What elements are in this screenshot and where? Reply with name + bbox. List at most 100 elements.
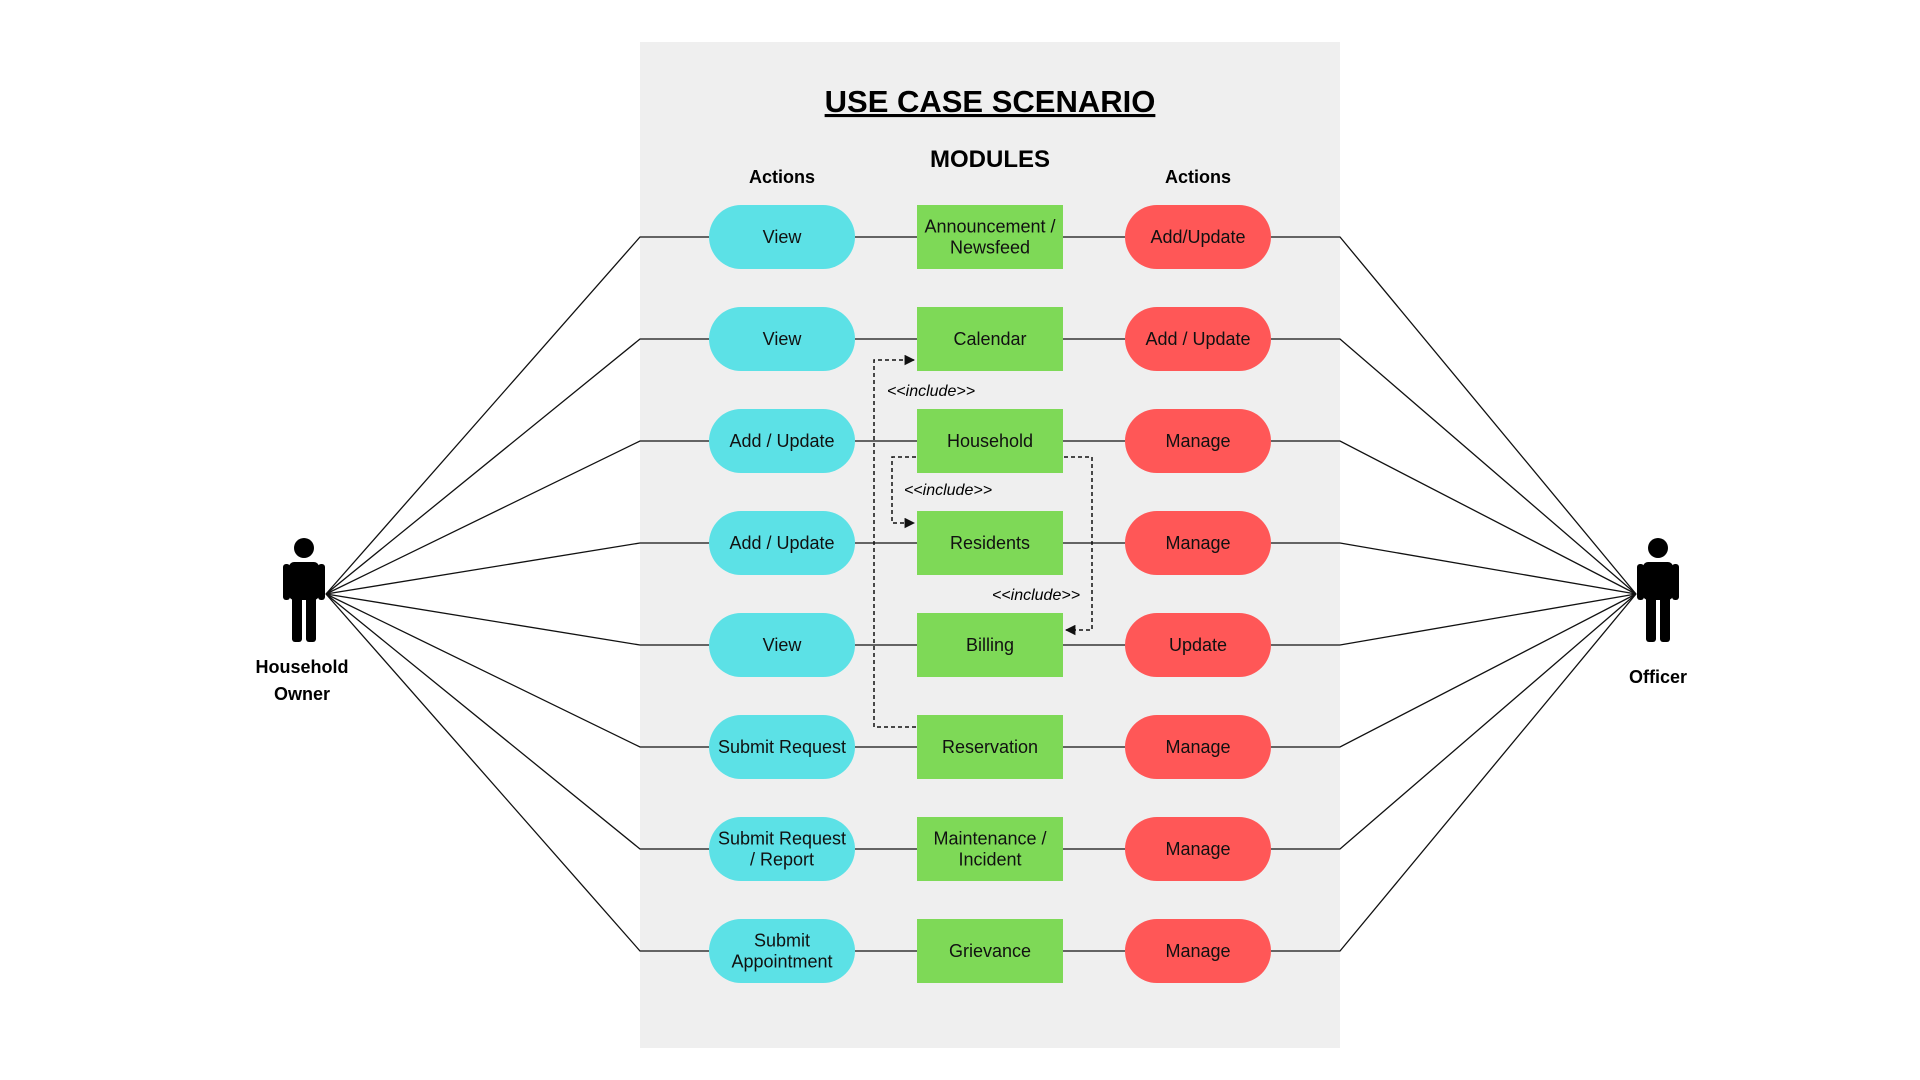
officer-action-label: Manage bbox=[1165, 941, 1230, 961]
owner-action-pill bbox=[709, 409, 855, 473]
module-label: Announcement / bbox=[924, 217, 1055, 237]
owner-action-label: Submit bbox=[754, 931, 810, 951]
include-arrow-reservation-calendar bbox=[873, 354, 916, 728]
officer-action-pill bbox=[1125, 205, 1271, 269]
owner-association-line bbox=[325, 542, 709, 595]
module-box: Household bbox=[917, 409, 1063, 473]
officer-association-line bbox=[1271, 440, 1637, 595]
module-label: Incident bbox=[958, 850, 1021, 870]
right-actions-heading: Actions bbox=[1165, 167, 1231, 187]
officer-action-use-case: Manage bbox=[1125, 409, 1271, 473]
owner-action-label: View bbox=[763, 329, 803, 349]
owner-action-label: / Report bbox=[750, 850, 814, 870]
owner-association-line bbox=[325, 236, 709, 595]
owner-action-pill bbox=[709, 307, 855, 371]
module-rect bbox=[917, 613, 1063, 677]
owner-action-label: Submit Request bbox=[718, 829, 846, 849]
owner-association-line bbox=[325, 593, 709, 646]
owner-association-line bbox=[325, 593, 709, 952]
owner-action-label: Add / Update bbox=[729, 533, 834, 553]
household-owner-label: Owner bbox=[274, 684, 330, 704]
owner-action-use-case: View bbox=[709, 613, 855, 677]
owner-action-pill bbox=[709, 817, 855, 881]
officer-action-use-case: Add/Update bbox=[1125, 205, 1271, 269]
owner-association-line bbox=[325, 338, 709, 595]
owner-action-pill bbox=[709, 613, 855, 677]
officer-action-use-case: Update bbox=[1125, 613, 1271, 677]
module-rect bbox=[917, 205, 1063, 269]
officer-action-pill bbox=[1125, 817, 1271, 881]
officer-association-line bbox=[1271, 593, 1637, 850]
owner-action-label: Add / Update bbox=[729, 431, 834, 451]
diagram-title: USE CASE SCENARIO bbox=[825, 84, 1156, 119]
module-label: Household bbox=[947, 431, 1033, 451]
owner-action-pill bbox=[709, 715, 855, 779]
officer-action-pill bbox=[1125, 307, 1271, 371]
module-box: Residents bbox=[917, 511, 1063, 575]
owner-action-use-case: View bbox=[709, 307, 855, 371]
officer-action-use-case: Manage bbox=[1125, 817, 1271, 881]
officer-action-pill bbox=[1125, 919, 1271, 983]
officer-action-label: Add / Update bbox=[1145, 329, 1250, 349]
owner-action-pill bbox=[709, 511, 855, 575]
module-box: Calendar bbox=[917, 307, 1063, 371]
owner-association-line bbox=[325, 593, 709, 748]
include-relationships bbox=[873, 354, 1093, 728]
module-rect bbox=[917, 307, 1063, 371]
owner-action-use-case: View bbox=[709, 205, 855, 269]
owner-action-label: Submit Request bbox=[718, 737, 846, 757]
household-owner-label: Household bbox=[256, 657, 349, 677]
module-label: Newsfeed bbox=[950, 238, 1030, 258]
owner-action-use-case: Add / Update bbox=[709, 409, 855, 473]
module-label: Residents bbox=[950, 533, 1030, 553]
owner-action-label: View bbox=[763, 635, 803, 655]
owner-action-use-case: Add / Update bbox=[709, 511, 855, 575]
officer-association-line bbox=[1271, 236, 1637, 595]
officer-action-label: Manage bbox=[1165, 431, 1230, 451]
officer-action-use-case: Add / Update bbox=[1125, 307, 1271, 371]
officer-action-label: Manage bbox=[1165, 533, 1230, 553]
officer-association-line bbox=[1271, 542, 1637, 595]
owner-action-use-case: Submit Request bbox=[709, 715, 855, 779]
module-label: Billing bbox=[966, 635, 1014, 655]
module-rect bbox=[917, 511, 1063, 575]
owner-action-pill bbox=[709, 919, 855, 983]
module-rect bbox=[917, 715, 1063, 779]
module-label: Maintenance / bbox=[933, 829, 1046, 849]
officer-action-pill bbox=[1125, 511, 1271, 575]
owner-association-line bbox=[325, 440, 709, 595]
module-box: Grievance bbox=[917, 919, 1063, 983]
household-owner-actor-icon bbox=[283, 538, 325, 642]
officer-association-line bbox=[1271, 593, 1637, 748]
module-rect bbox=[917, 919, 1063, 983]
include-label: <<include>> bbox=[904, 482, 992, 499]
officer-association-line bbox=[1271, 593, 1637, 646]
modules-heading: MODULES bbox=[930, 146, 1050, 173]
include-label: <<include>> bbox=[887, 383, 975, 400]
officer-association-line bbox=[1271, 338, 1637, 595]
officer-action-pill bbox=[1125, 715, 1271, 779]
module-label: Grievance bbox=[949, 941, 1031, 961]
officer-action-use-case: Manage bbox=[1125, 511, 1271, 575]
include-arrow-household-residents bbox=[891, 456, 916, 529]
module-box: Announcement /Newsfeed bbox=[917, 205, 1063, 269]
include-arrow-household-billing bbox=[1064, 456, 1093, 636]
module-box: Reservation bbox=[917, 715, 1063, 779]
module-label: Calendar bbox=[953, 329, 1026, 349]
officer-action-label: Update bbox=[1169, 635, 1227, 655]
owner-action-label: Appointment bbox=[731, 952, 832, 972]
connector-lines bbox=[325, 236, 1637, 952]
include-label: <<include>> bbox=[992, 587, 1080, 604]
officer-label: Officer bbox=[1629, 667, 1687, 687]
module-rect bbox=[917, 409, 1063, 473]
officer-action-label: Add/Update bbox=[1150, 227, 1245, 247]
owner-action-use-case: Submit Request/ Report bbox=[709, 817, 855, 881]
officer-association-line bbox=[1271, 593, 1637, 952]
officer-action-use-case: Manage bbox=[1125, 715, 1271, 779]
officer-actor-icon bbox=[1637, 538, 1679, 642]
officer-action-pill bbox=[1125, 409, 1271, 473]
officer-action-use-case: Manage bbox=[1125, 919, 1271, 983]
